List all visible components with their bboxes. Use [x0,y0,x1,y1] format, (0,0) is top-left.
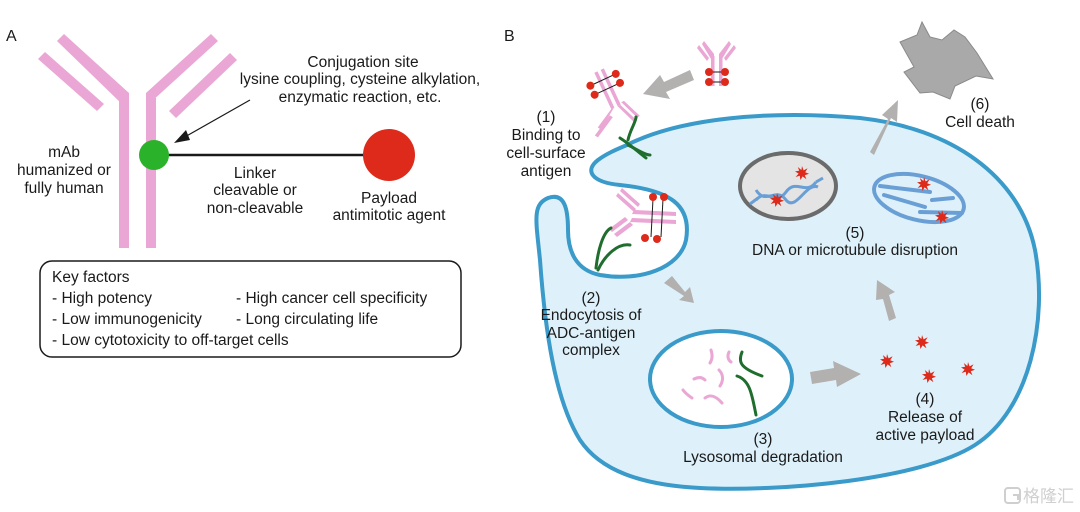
conjugation-label: Conjugation site lysine coupling, cystei… [240,54,480,106]
antibody-heavy-chain-left [119,98,129,248]
key-factor-item: - Long circulating life [236,311,378,328]
adc-endocytosed [609,188,676,243]
linker-line1: cleavable or [213,182,297,199]
key-factor-item: - High cancer cell specificity [236,290,427,307]
step-text: DNA or microtubule disruption [752,242,958,259]
antibody-large [38,34,237,248]
antibody-heavy-chain-right [146,98,156,248]
adc-free [697,41,736,86]
linker-line2: non-cleavable [207,200,304,217]
mab-label: mAb humanized or fully human [17,144,111,197]
payload-label: Payload antimitotic agent [333,190,447,224]
step-6-label: (6) Cell death [945,96,1015,131]
step-num: (5) [846,225,865,242]
nucleus [738,151,838,221]
step-1-label: (1) Binding to cell-surface antigen [506,109,585,180]
step-num: (6) [971,96,990,113]
step-text: Endocytosis of [541,307,642,324]
arrow-to-disruption [876,280,896,321]
panel-b-label: B [504,28,515,45]
mab-line2: fully human [24,180,103,197]
linker-title: Linker [234,165,276,182]
panel-a-label: A [6,28,17,45]
mab-title: mAb [48,144,80,161]
conjugation-title: Conjugation site [307,54,418,71]
step-text: Release of [888,409,963,426]
step-text: cell-surface [506,145,585,162]
lysosome [648,329,794,429]
step-num: (4) [916,391,935,408]
antibody-light-chain-left [38,52,104,111]
watermark: 格隆汇 [1004,487,1074,507]
step-text: ADC-antigen [547,325,636,342]
adc-bound [586,68,640,138]
conjugation-line1: lysine coupling, cysteine alkylation, [240,71,480,88]
degraded-antigen-fragments [735,350,764,417]
step-text: complex [562,342,620,359]
step-text: Lysosomal degradation [683,449,843,466]
microtubule-spindle [872,171,966,225]
key-factors-title: Key factors [52,269,130,286]
payload-line1: antimitotic agent [333,207,447,224]
conjugation-site-dot [139,140,169,170]
arrow-to-release [810,361,861,387]
step-5-label: (5) DNA or microtubule disruption [752,225,958,259]
key-factors-box: Key factors - High potency - High cancer… [39,260,462,358]
linker-label: Linker cleavable or non-cleavable [207,165,304,217]
payload-dot [363,129,415,181]
antigen-surface [618,115,652,160]
step-text: active payload [875,427,974,444]
key-factor-item: - Low cytotoxicity to off-target cells [52,332,289,349]
degraded-antibody-fragments [681,348,733,405]
arrow-to-binding [643,70,694,99]
dead-cell-icon [899,20,995,100]
step-num: (3) [754,431,773,448]
step-num: (1) [537,109,556,126]
step-2-label: (2) Endocytosis of ADC-antigen complex [541,290,642,359]
antibody-arm-outer-left [57,34,129,106]
key-factor-item: - Low immunogenicity [52,311,202,328]
antigen-endocytosed [594,226,632,272]
antibody-arm-outer-right [146,34,218,102]
step-text: Binding to [512,127,581,144]
antibody-light-chain-right [169,53,237,118]
mab-line1: humanized or [17,162,111,179]
conjugation-pointer-arrow [174,99,251,143]
step-4-label: (4) Release of active payload [875,391,974,444]
arrow-to-lysosome [664,276,694,303]
gelonghui-logo-icon [1004,487,1021,504]
step-num: (2) [582,290,601,307]
key-factor-item: - High potency [52,290,152,307]
dna-helix [749,176,824,206]
step-text: Cell death [945,114,1015,131]
arrow-to-cell-death [870,100,898,155]
watermark-text: 格隆汇 [1023,487,1074,507]
step-3-label: (3) Lysosomal degradation [683,431,843,466]
payload-title: Payload [361,190,417,207]
step-text: antigen [521,163,572,180]
conjugation-line2: enzymatic reaction, etc. [279,89,442,106]
